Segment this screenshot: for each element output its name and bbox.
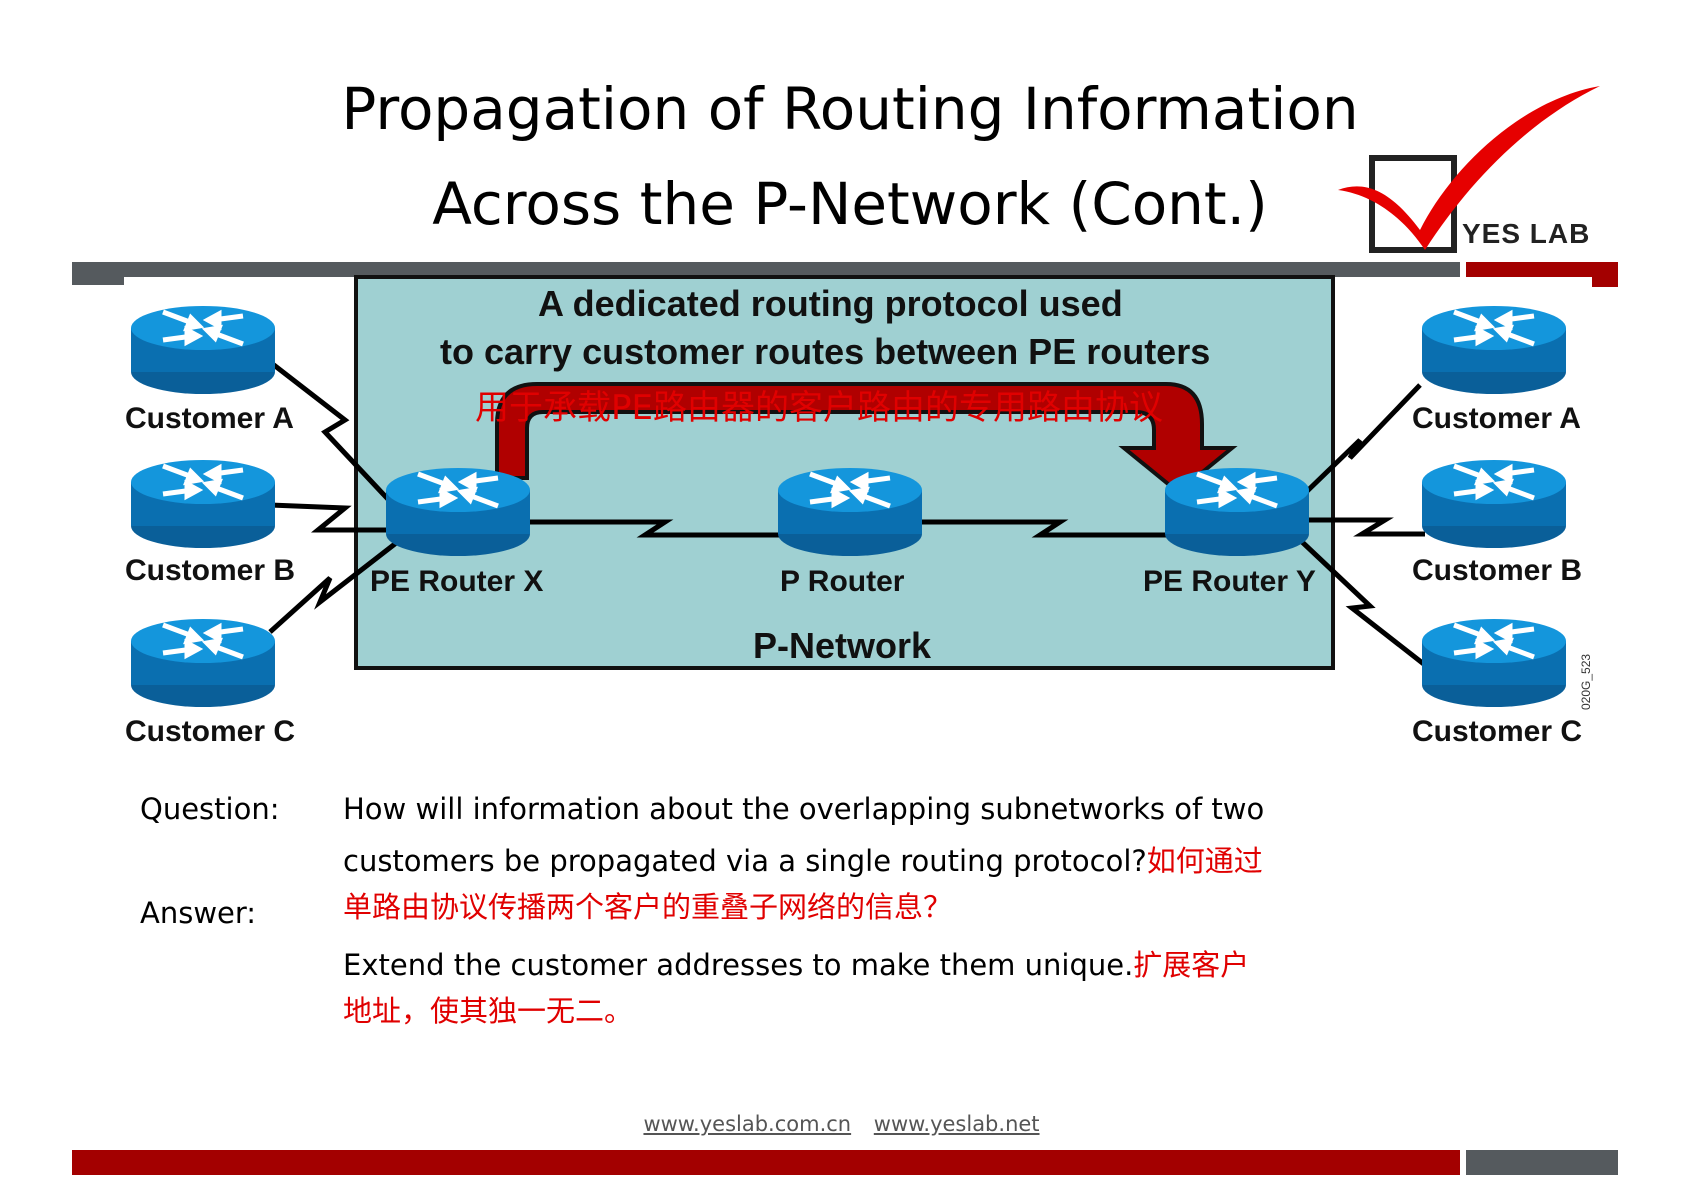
top-bar-gray-tab	[72, 277, 124, 285]
bottom-bar-gray	[1466, 1150, 1618, 1175]
p-router-label: P Router	[780, 565, 905, 598]
checkmark-icon	[1338, 86, 1600, 250]
customer-c-left-label: Customer C	[125, 715, 296, 748]
link-pe-x-p	[520, 519, 780, 538]
pe-router-x-label: PE Router X	[370, 565, 544, 598]
page-title-line2: Across the P-Network (Cont.)	[432, 170, 1268, 238]
router-icon-customer-a-left	[131, 306, 275, 394]
bottom-bar-red	[72, 1150, 1460, 1175]
router-icon-pe-y	[1165, 468, 1309, 556]
link-customer-b-left	[269, 502, 392, 533]
yes-lab-logo	[1338, 86, 1600, 253]
question-text-line2: customers be propagated via a single rou…	[343, 838, 1263, 880]
box-text-line1: A dedicated routing protocol used	[538, 283, 1123, 324]
figure-code: 020G_523	[1579, 654, 1593, 710]
router-icon-p	[778, 468, 922, 556]
top-bar-gray	[72, 262, 1460, 277]
box-text-line3-cn: 用于承载PE路由器的客户路由的专用路由协议	[475, 388, 1163, 428]
answer-text-line1: Extend the customer addresses to make th…	[343, 942, 1249, 984]
customer-b-left-label: Customer B	[125, 554, 296, 587]
answer-label: Answer:	[140, 896, 257, 930]
router-icon-pe-x	[386, 468, 530, 556]
link-customer-a-right	[1298, 383, 1422, 500]
customer-a-right-label: Customer A	[1412, 402, 1581, 435]
network-label: P-Network	[753, 625, 932, 666]
link-customer-c-right	[1298, 538, 1427, 667]
routing-protocol-arrow	[495, 382, 1238, 495]
top-bar-red	[1466, 262, 1618, 277]
router-icon-customer-b-right	[1422, 460, 1566, 548]
link-p-pe-y	[910, 519, 1175, 538]
router-icon-customer-c-right	[1422, 619, 1566, 707]
question-text-line1: How will information about the overlappi…	[343, 792, 1265, 826]
footer-link-net[interactable]: www.yeslab.net	[873, 1112, 1040, 1136]
customer-c-right-label: Customer C	[1412, 715, 1583, 748]
footer: www.yeslab.com.cn www.yeslab.net	[0, 1112, 1683, 1136]
answer-text-cn1: 扩展客户	[1133, 948, 1250, 982]
answer-text-en: Extend the customer addresses to make th…	[343, 948, 1134, 982]
router-icon-customer-c-left	[131, 619, 275, 707]
question-label: Question:	[140, 792, 280, 826]
router-icon-customer-a-right	[1422, 306, 1566, 394]
question-text-cn2: 单路由协议传播两个客户的重叠子网络的信息？	[343, 890, 953, 924]
link-customer-c-left	[268, 538, 402, 634]
router-icon-customer-b-left	[131, 460, 275, 548]
logo-text: YES LAB	[1462, 218, 1591, 249]
page-title-line1: Propagation of Routing Information	[341, 75, 1359, 143]
link-customer-a-left	[268, 360, 402, 514]
footer-link-cn[interactable]: www.yeslab.com.cn	[643, 1112, 852, 1136]
answer-text-cn2: 地址，使其独一无二。	[343, 994, 634, 1028]
question-text-en: customers be propagated via a single rou…	[343, 844, 1147, 878]
customer-b-right-label: Customer B	[1412, 554, 1583, 587]
pe-router-y-label: PE Router Y	[1143, 565, 1316, 598]
question-text-cn1: 如何通过	[1146, 844, 1263, 878]
link-customer-b-right	[1300, 517, 1425, 537]
box-text-line2: to carry customer routes between PE rout…	[440, 331, 1211, 372]
top-bar-red-tab	[1592, 277, 1618, 287]
customer-a-left-label: Customer A	[125, 402, 294, 435]
